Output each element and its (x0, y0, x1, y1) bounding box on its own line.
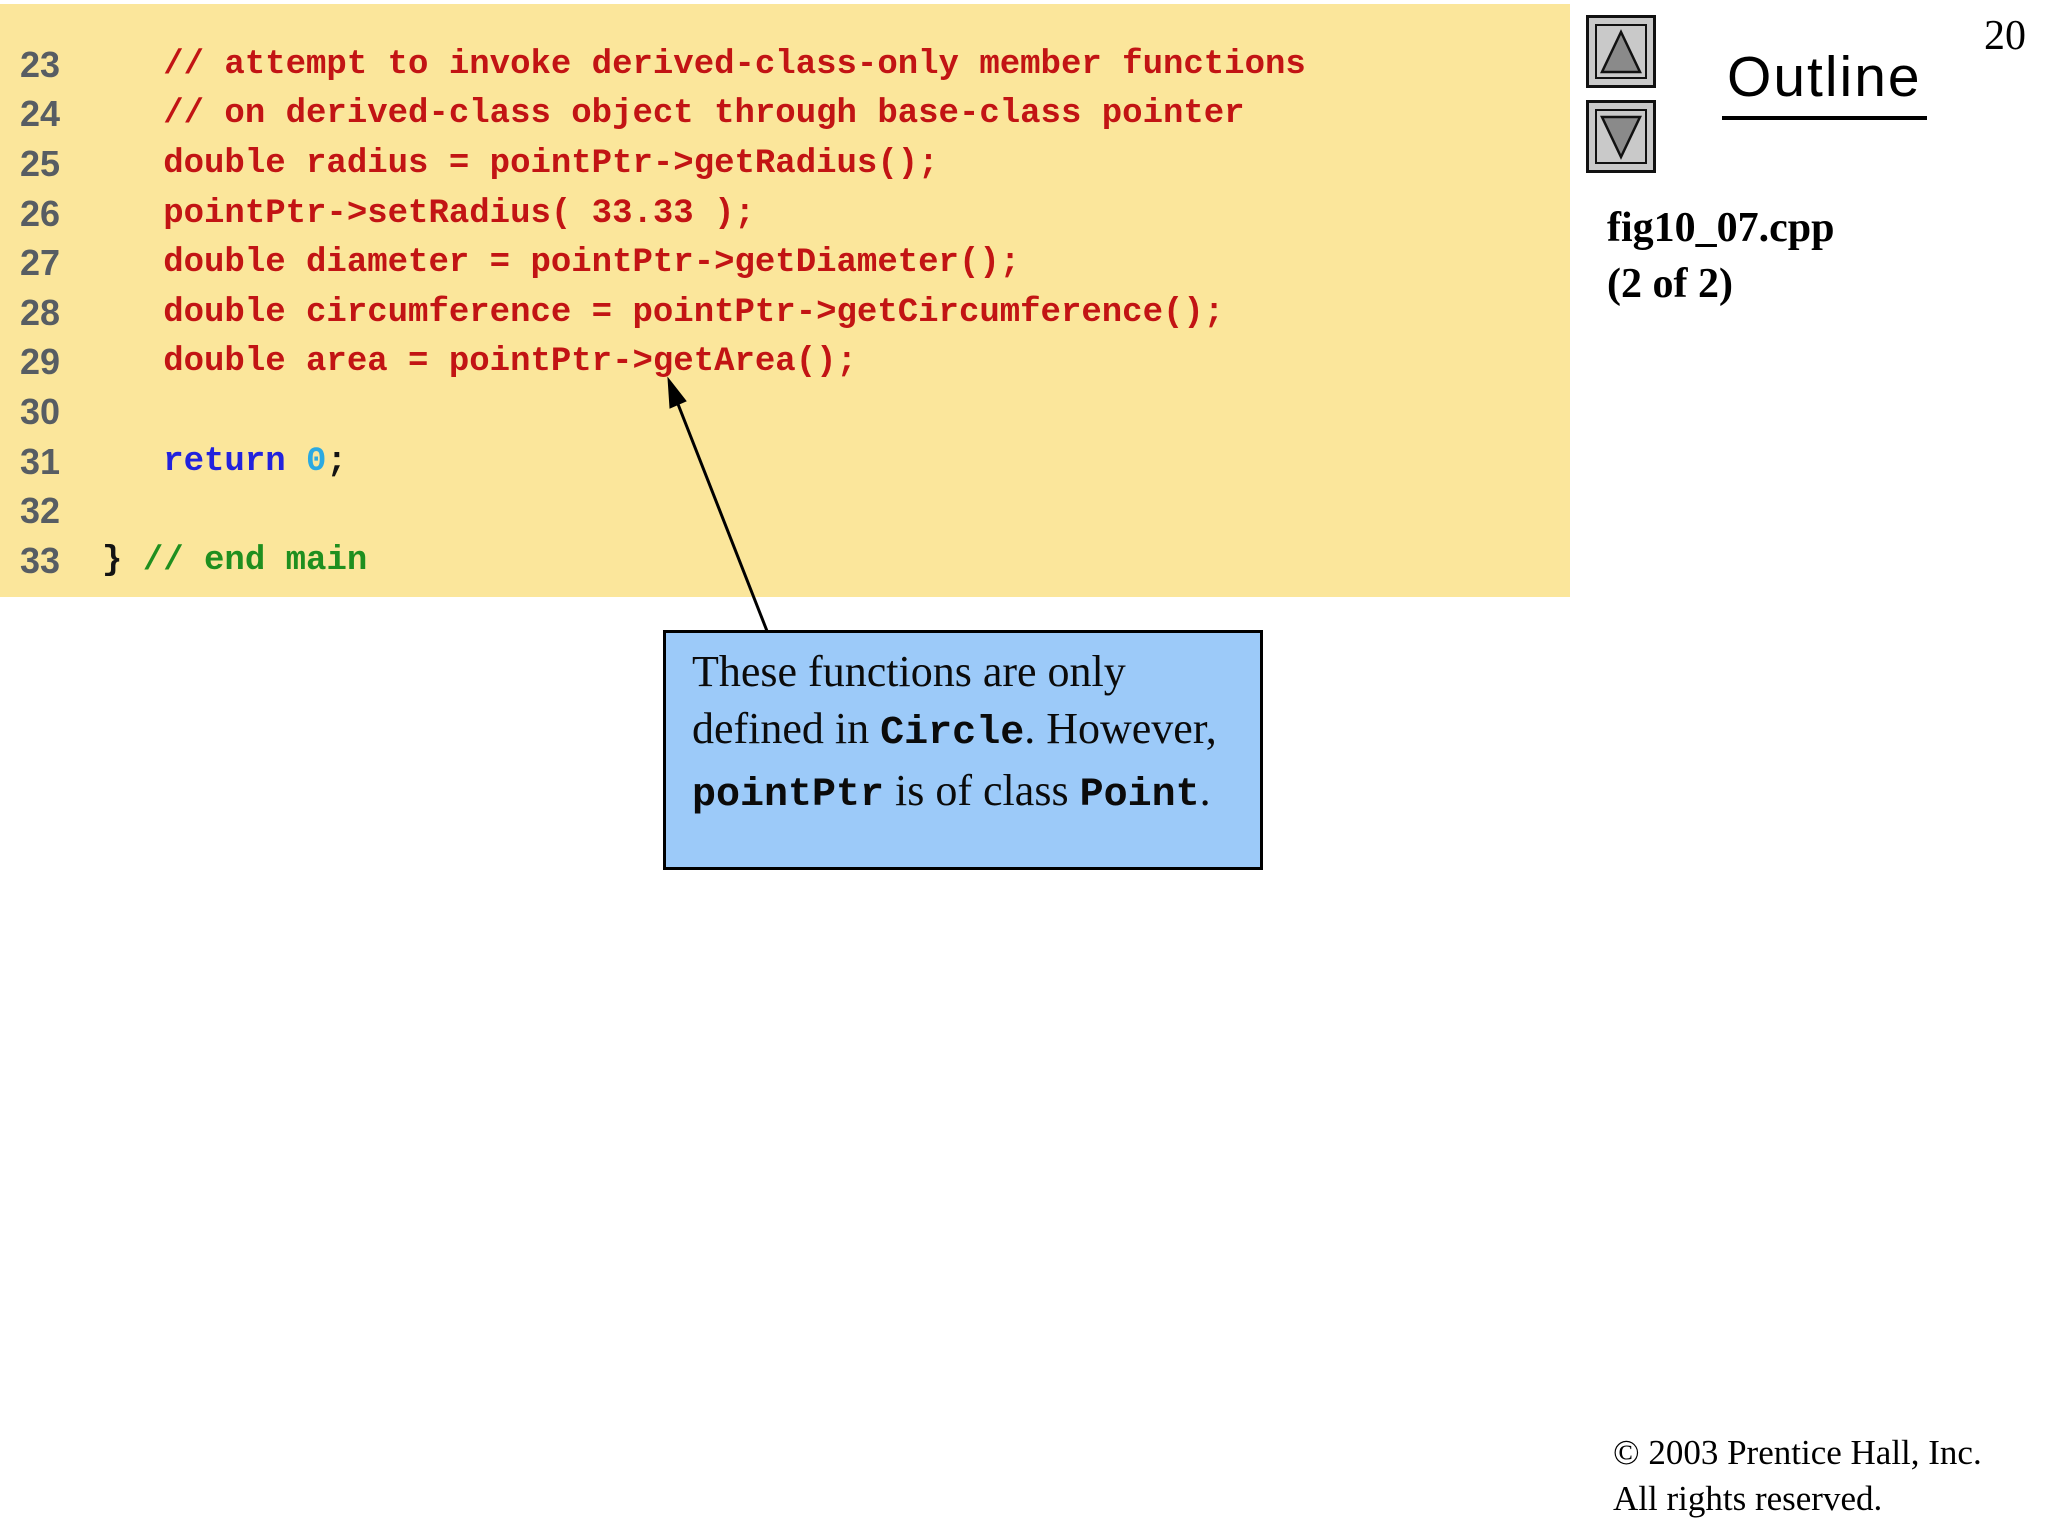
callout-code-term: Circle (880, 711, 1025, 756)
callout-code-term: Point (1079, 773, 1200, 818)
code-text: double circumference = pointPtr->getCirc… (102, 293, 1225, 332)
line-number: 30 (20, 390, 61, 432)
code-listing: 23 // attempt to invoke derived-class-on… (0, 40, 1570, 586)
code-line: 31 return 0; (0, 437, 1570, 487)
code-line: 26 pointPtr->setRadius( 33.33 ); (0, 189, 1570, 239)
code-text: pointPtr->setRadius( 33.33 ); (102, 194, 755, 233)
line-number: 25 (20, 142, 61, 184)
figure-caption: fig10_07.cpp (2 of 2) (1607, 200, 1835, 312)
code-line: 28 double circumference = pointPtr->getC… (0, 288, 1570, 338)
code-text: // on derived-class object through base-… (102, 95, 1245, 134)
code-line: 29 double area = pointPtr->getArea(); (0, 338, 1570, 388)
code-text: double area = pointPtr->getArea(); (102, 343, 857, 382)
code-text: return 0; (163, 442, 347, 481)
code-line: 25 double radius = pointPtr->getRadius()… (0, 139, 1570, 189)
line-number: 26 (20, 192, 61, 234)
callout-text: . However, (1024, 704, 1217, 753)
scroll-up-button[interactable] (1586, 15, 1656, 88)
callout-code-term: pointPtr (692, 773, 885, 818)
code-line: 32 (0, 486, 1570, 536)
line-number: 28 (20, 291, 61, 333)
code-line: 27 double diameter = pointPtr->getDiamet… (0, 238, 1570, 288)
up-arrow-icon (1600, 28, 1642, 73)
callout-text: is of class (884, 766, 1080, 815)
copyright: © 2003 Prentice Hall, Inc. All rights re… (1613, 1430, 1982, 1522)
code-text: double diameter = pointPtr->getDiameter(… (102, 244, 1021, 283)
down-arrow-icon (1600, 115, 1642, 160)
line-number: 27 (20, 242, 61, 284)
copyright-line1: © 2003 Prentice Hall, Inc. (1613, 1433, 1982, 1472)
line-number: 33 (20, 539, 61, 581)
code-line: 24 // on derived-class object through ba… (0, 90, 1570, 140)
figure-name: fig10_07.cpp (1607, 205, 1835, 251)
code-text: } // end main (102, 541, 368, 580)
line-number: 24 (20, 93, 61, 135)
code-line: 33 } // end main (0, 536, 1570, 586)
code-text: double radius = pointPtr->getRadius(); (102, 144, 939, 183)
code-line: 30 (0, 387, 1570, 437)
callout-text: . (1199, 766, 1211, 815)
callout-box: These functions are only defined in Circ… (663, 630, 1263, 870)
line-number: 29 (20, 341, 61, 383)
line-number: 31 (20, 440, 61, 482)
copyright-line2: All rights reserved. (1613, 1479, 1883, 1518)
scroll-down-button-face (1595, 109, 1647, 164)
code-panel: 23 // attempt to invoke derived-class-on… (0, 4, 1570, 597)
scroll-up-button-face (1595, 24, 1647, 79)
callout-text: These functions are only defined in (692, 647, 1126, 753)
scroll-down-button[interactable] (1586, 100, 1656, 173)
outline-link[interactable]: Outline (1722, 44, 1927, 120)
figure-part: (2 of 2) (1607, 261, 1733, 307)
line-number: 23 (20, 43, 61, 85)
page-number: 20 (1984, 13, 2026, 59)
code-line: 23 // attempt to invoke derived-class-on… (0, 40, 1570, 90)
line-number: 32 (20, 490, 61, 532)
code-text: // attempt to invoke derived-class-only … (102, 45, 1306, 84)
